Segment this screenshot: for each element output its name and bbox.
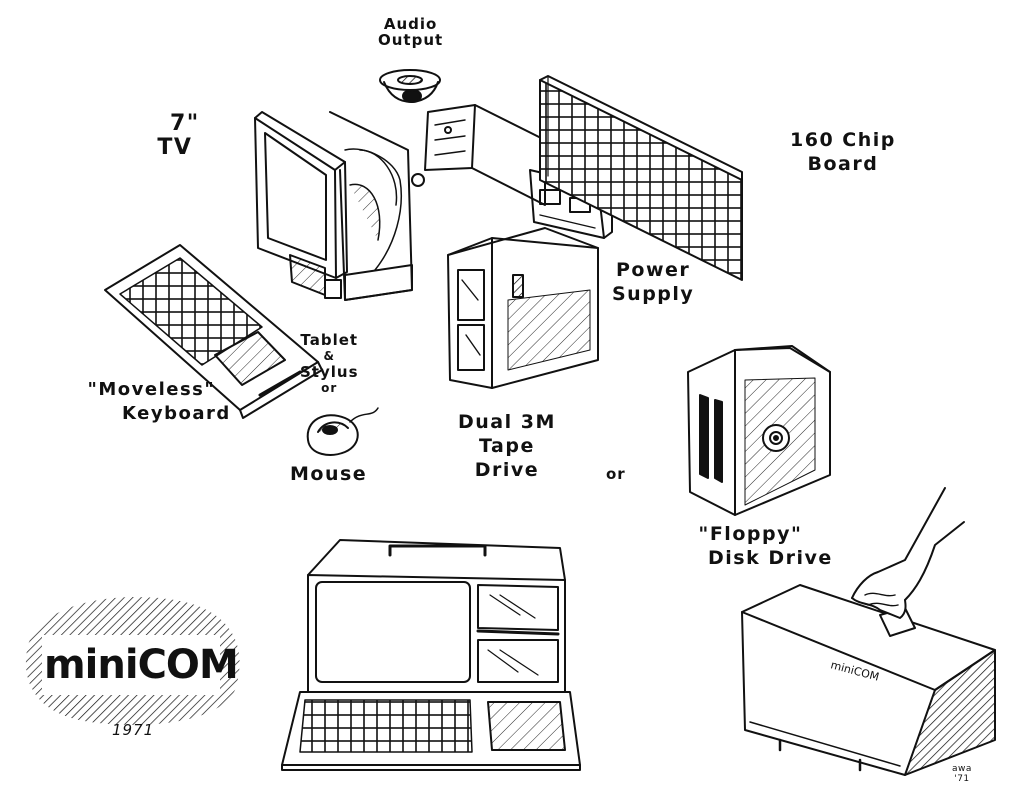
label-or: or: [606, 465, 626, 483]
label-power-supply: Power Supply: [612, 259, 695, 305]
speaker-drawing: [379, 69, 441, 103]
mouse-drawing: [306, 407, 379, 456]
label-floppy-disk-drive: "Floppy" Disk Drive: [698, 523, 833, 569]
logo-minicom: miniCOM: [44, 642, 239, 688]
label-tv: 7" TV: [157, 111, 200, 160]
label-tablet-stylus: Tablet & Stylus or: [300, 331, 359, 395]
assembled-computer-drawing: [281, 539, 581, 771]
chip-board-drawing: [539, 75, 743, 281]
label-year: 1971: [112, 721, 155, 739]
tape-cabinet-drawing: [447, 227, 599, 389]
label-chip-board: 160 Chip Board: [790, 129, 896, 175]
label-mouse: Mouse: [290, 463, 368, 485]
artist-signature: awa '71: [952, 764, 972, 784]
label-tape-drive: Dual 3M Tape Drive: [458, 411, 556, 481]
keyboard-drawing: [104, 244, 323, 419]
floppy-drive-drawing: [687, 345, 831, 516]
label-moveless-keyboard: "Moveless" Keyboard: [87, 379, 231, 424]
minicom-logo-drawing: [25, 597, 240, 725]
svg-text:miniCOM: miniCOM: [829, 658, 880, 683]
tv-drawing: [254, 111, 425, 301]
label-audio-output: Audio Output: [378, 15, 444, 49]
